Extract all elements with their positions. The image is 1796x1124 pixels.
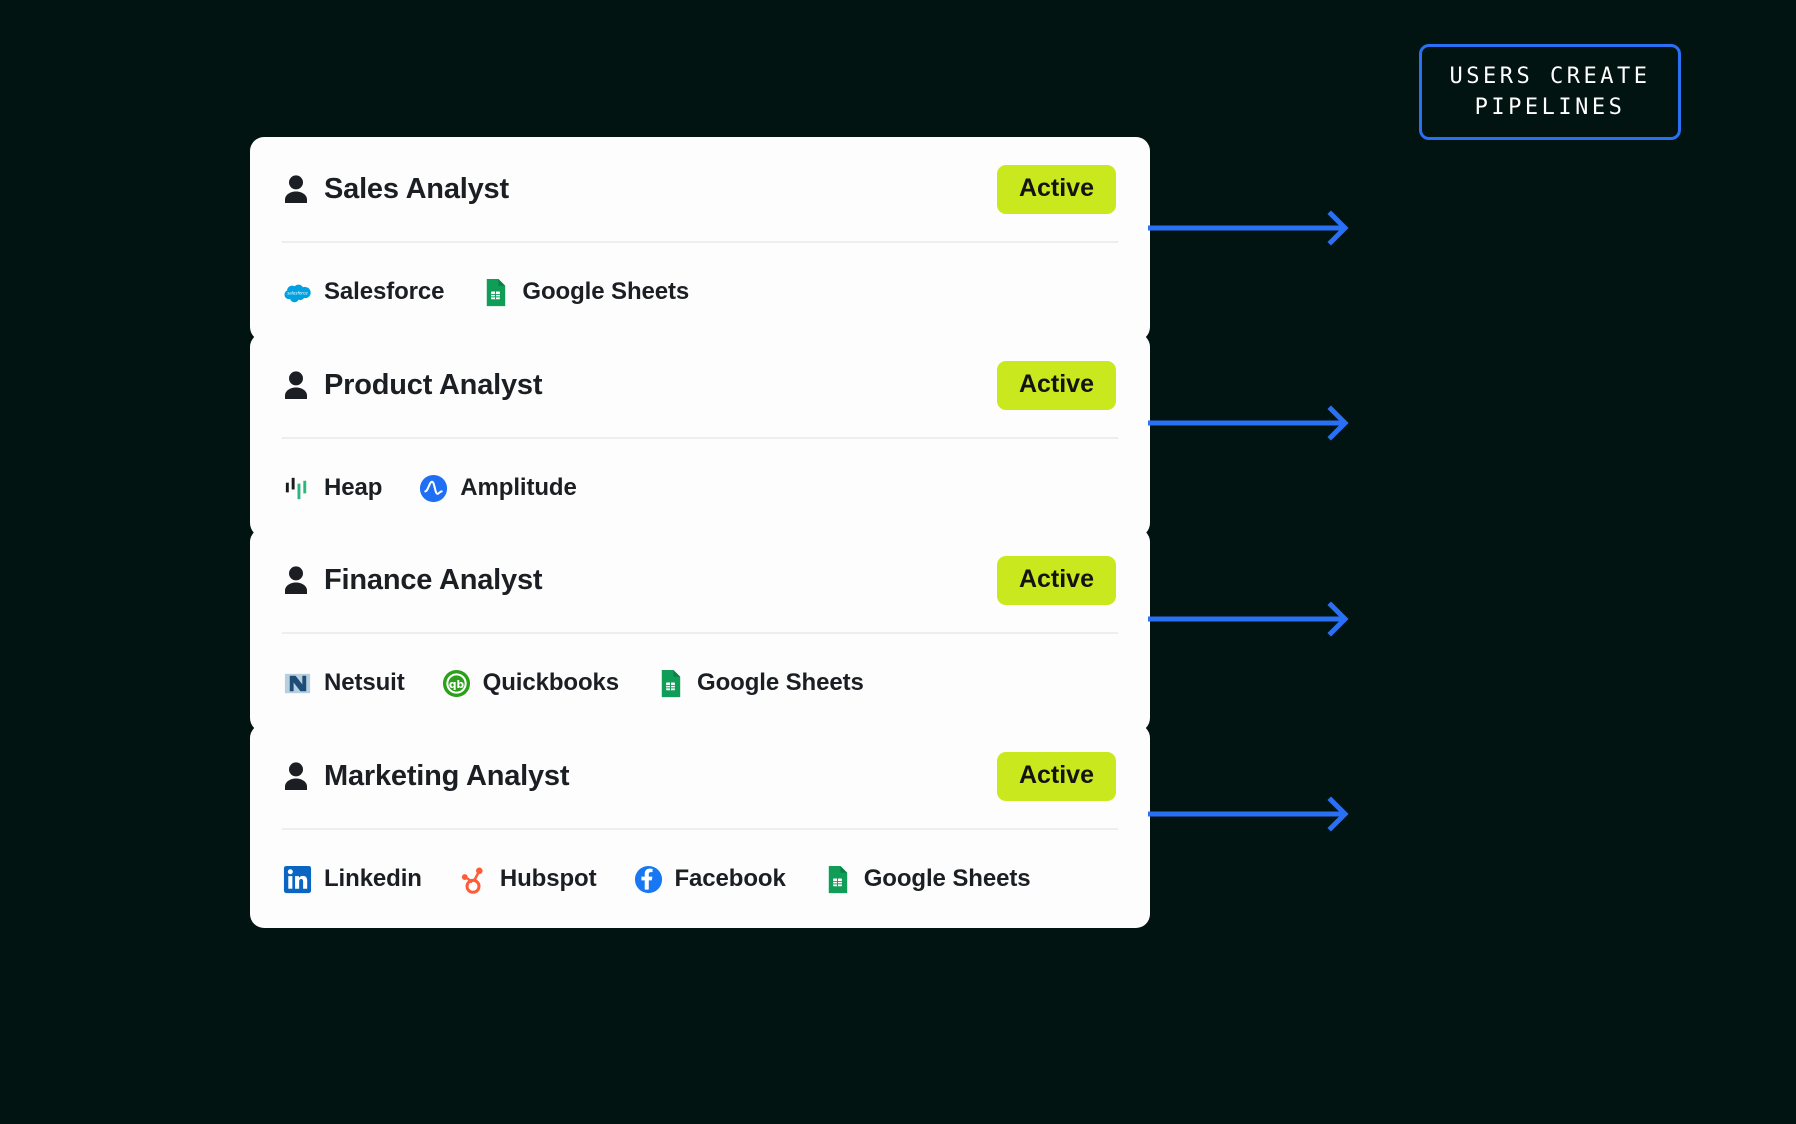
tool-label: Salesforce xyxy=(324,278,445,305)
quickbooks-icon: qb xyxy=(442,669,470,697)
netsuite-icon xyxy=(284,673,311,693)
status-badge[interactable]: Active xyxy=(996,555,1116,605)
tool-chip[interactable]: Netsuit xyxy=(282,668,405,699)
svg-text:salesforce: salesforce xyxy=(287,290,308,295)
tool-label: Amplitude xyxy=(460,474,577,501)
card-divider xyxy=(282,632,1118,634)
tool-label: Quickbooks xyxy=(482,669,620,696)
tool-chip[interactable]: Facebook xyxy=(633,864,786,895)
person-icon xyxy=(285,566,307,594)
svg-text:qb: qb xyxy=(449,677,465,690)
arrow-right-icon xyxy=(1148,796,1349,832)
tool-label: Google Sheets xyxy=(697,669,864,696)
analyst-card[interactable]: Sales Analyst Active salesforce Salesforce G… xyxy=(250,137,1150,341)
google-sheets-icon xyxy=(828,865,847,893)
card-tools-row: Netsuit qb Quickbooks Google Sheets xyxy=(250,634,1150,732)
card-header: Finance Analyst Active xyxy=(250,528,1150,632)
tool-chip[interactable]: Amplitude xyxy=(418,473,577,504)
card-divider xyxy=(282,828,1118,830)
arrow-right-icon xyxy=(1148,210,1349,246)
annotation-users-create-pipelines: USERS CREATE PIPELINES xyxy=(1419,44,1681,140)
page-title: Product Analyst xyxy=(324,368,543,401)
tool-chip[interactable]: Google Sheets xyxy=(822,864,1031,895)
arrow-product xyxy=(1148,405,1358,446)
tool-label: Facebook xyxy=(674,865,786,892)
arrow-finance xyxy=(1148,601,1358,642)
arrow-sales xyxy=(1148,210,1358,251)
card-header: Product Analyst Active xyxy=(250,333,1150,437)
page-title: Marketing Analyst xyxy=(324,759,570,792)
card-header: Marketing Analyst Active xyxy=(250,724,1150,828)
status-badge[interactable]: Active xyxy=(996,751,1116,801)
google-sheets-icon xyxy=(661,669,681,697)
page-title: Finance Analyst xyxy=(324,563,543,596)
tool-label: Heap xyxy=(324,474,383,501)
linkedin-icon xyxy=(283,865,312,893)
person-icon xyxy=(285,175,307,203)
heap-icon xyxy=(285,477,307,499)
card-tools-row: salesforce Salesforce Google Sheets xyxy=(250,243,1150,341)
annotation-line-1: USERS CREATE xyxy=(1449,63,1651,89)
salesforce-icon: salesforce xyxy=(284,284,311,302)
arrow-right-icon xyxy=(1148,405,1349,441)
google-sheets-icon xyxy=(487,278,506,306)
person-icon xyxy=(285,371,307,399)
tool-chip[interactable]: salesforce Salesforce xyxy=(282,277,445,308)
tool-chip[interactable]: Google Sheets xyxy=(655,668,864,699)
card-tools-row: Heap Amplitude xyxy=(250,439,1150,537)
hubspot-icon xyxy=(461,866,483,894)
card-title-wrap: Sales Analyst xyxy=(282,173,509,206)
tool-chip[interactable]: qb Quickbooks xyxy=(441,668,619,699)
arrow-marketing xyxy=(1148,796,1358,837)
amplitude-icon xyxy=(420,474,448,502)
card-divider xyxy=(282,437,1118,439)
person-icon xyxy=(285,762,307,790)
annotation-line-2: PIPELINES xyxy=(1474,95,1626,120)
tool-chip[interactable]: Linkedin xyxy=(282,864,422,895)
tool-label: Linkedin xyxy=(324,865,422,892)
status-badge[interactable]: Active xyxy=(996,164,1116,214)
card-header: Sales Analyst Active xyxy=(250,137,1150,241)
facebook-icon xyxy=(634,865,662,893)
card-tools-row: Linkedin Hubspot Facebook Google Sheets xyxy=(250,830,1150,928)
tool-label: Netsuit xyxy=(324,669,405,696)
card-title-wrap: Product Analyst xyxy=(282,369,542,402)
page-title: Sales Analyst xyxy=(324,172,509,205)
card-title-wrap: Marketing Analyst xyxy=(282,759,570,793)
tool-chip[interactable]: Google Sheets xyxy=(480,277,689,308)
tool-label: Hubspot xyxy=(499,865,597,892)
tool-chip[interactable]: Hubspot xyxy=(458,864,597,895)
tool-label: Google Sheets xyxy=(522,278,690,305)
card-title-wrap: Finance Analyst xyxy=(282,563,543,597)
tool-chip[interactable]: Heap xyxy=(282,473,382,504)
status-badge[interactable]: Active xyxy=(996,360,1116,410)
tool-label: Google Sheets xyxy=(863,865,1031,892)
arrow-right-icon xyxy=(1148,601,1349,637)
card-divider xyxy=(282,241,1118,243)
